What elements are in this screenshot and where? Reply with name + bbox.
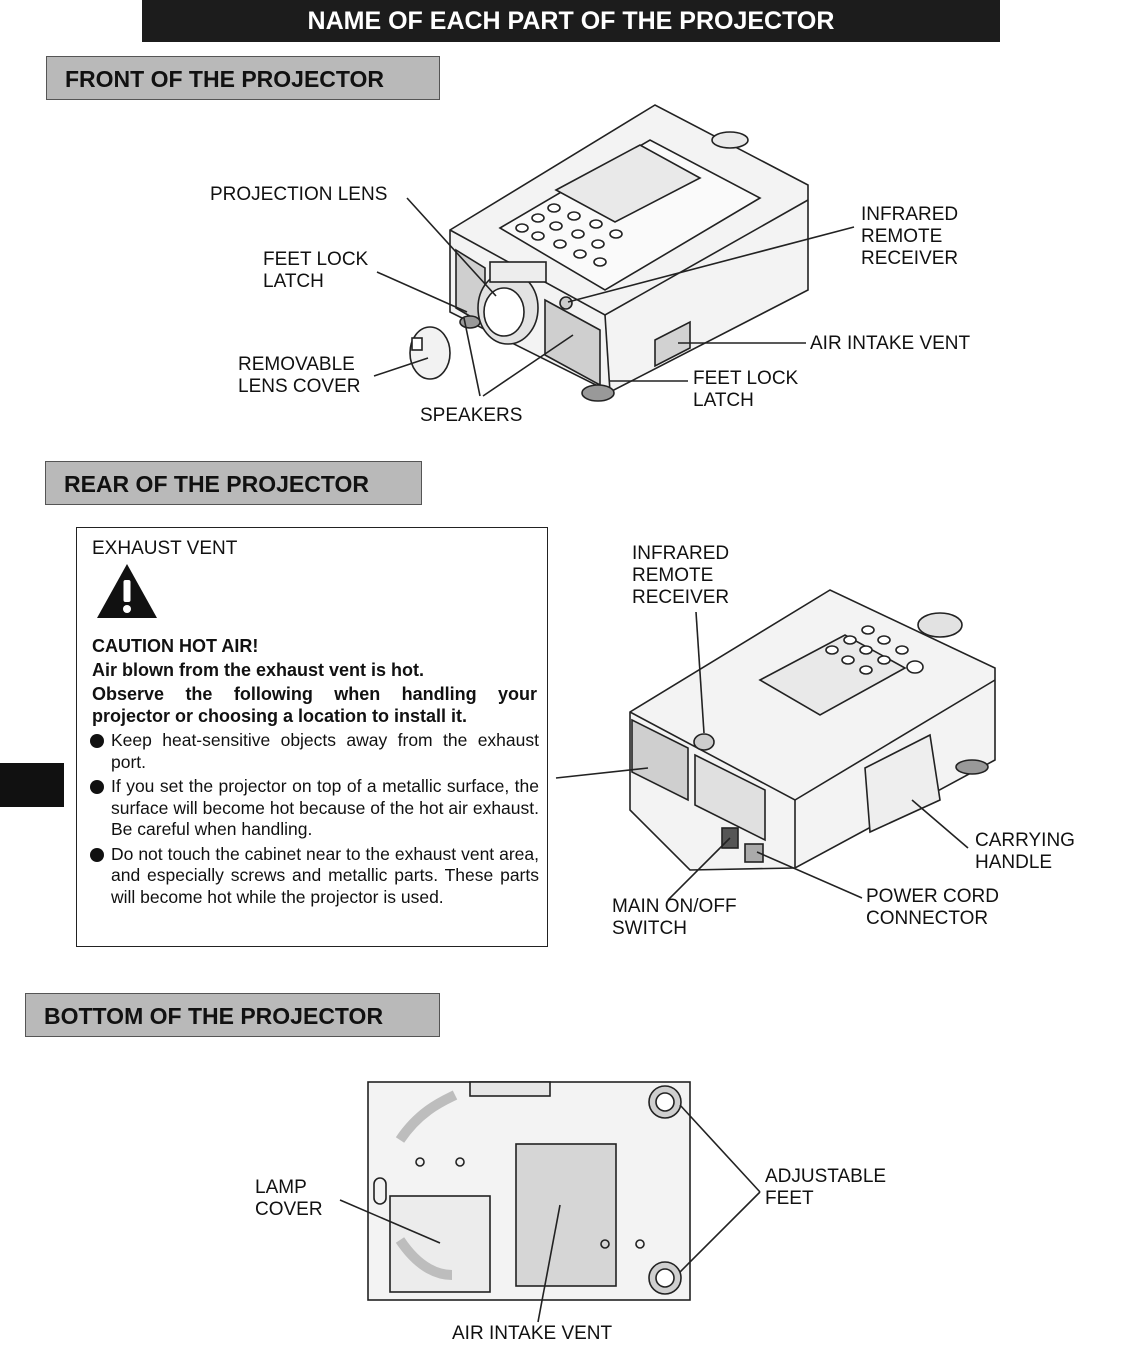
label-feet-lock-latch-left: FEET LOCK LATCH xyxy=(263,249,369,292)
rear-projector-illustration xyxy=(629,589,996,871)
warning-triangle-icon xyxy=(97,564,157,618)
caution-line-1: Air blown from the exhaust vent is hot. xyxy=(92,660,425,680)
caution-line-2: Observe the following when handling your… xyxy=(92,684,537,726)
caution-heading: CAUTION HOT AIR! xyxy=(92,636,259,656)
caution-bullets: Keep heat-sensitive objects away from th… xyxy=(89,730,539,911)
page-edge-tab xyxy=(0,763,64,807)
section-heading-bottom: BOTTOM OF THE PROJECTOR xyxy=(25,993,440,1037)
label-carrying-handle: CARRYING HANDLE xyxy=(975,830,1075,873)
label-projection-lens: PROJECTION LENS xyxy=(210,184,388,205)
page-title: NAME OF EACH PART OF THE PROJECTOR xyxy=(142,0,1000,42)
label-infrared-remote-receiver-rear: INFRARED REMOTE RECEIVER xyxy=(632,543,730,608)
label-power-cord-connector: POWER CORD CONNECTOR xyxy=(866,886,999,929)
section-heading-front: FRONT OF THE PROJECTOR xyxy=(46,56,440,100)
bottom-projector-illustration xyxy=(367,1081,691,1301)
section-heading-rear: REAR OF THE PROJECTOR xyxy=(45,461,422,505)
label-speakers: SPEAKERS xyxy=(420,405,523,426)
label-air-intake-vent-bottom: AIR INTAKE VENT xyxy=(452,1323,613,1344)
caution-bullet: Keep heat-sensitive objects away from th… xyxy=(89,730,539,773)
caution-bullet: If you set the projector on top of a met… xyxy=(89,776,539,841)
caution-box-title: EXHAUST VENT xyxy=(92,538,238,559)
label-main-on-off-switch: MAIN ON/OFF SWITCH xyxy=(612,896,737,939)
label-lamp-cover: LAMP COVER xyxy=(255,1177,323,1220)
label-air-intake-vent-front: AIR INTAKE VENT xyxy=(810,333,971,354)
caution-bullet: Do not touch the cabinet near to the exh… xyxy=(89,844,539,909)
label-adjustable-feet: ADJUSTABLE FEET xyxy=(765,1166,887,1209)
label-feet-lock-latch-right: FEET LOCK LATCH xyxy=(693,368,799,411)
front-projector-illustration xyxy=(409,104,809,402)
label-removable-lens-cover: REMOVABLE LENS COVER xyxy=(238,354,361,397)
caution-box: EXHAUST VENT CAUTION HOT AIR! Air blown … xyxy=(76,527,548,947)
label-infrared-remote-receiver-front: INFRARED REMOTE RECEIVER xyxy=(861,204,959,269)
